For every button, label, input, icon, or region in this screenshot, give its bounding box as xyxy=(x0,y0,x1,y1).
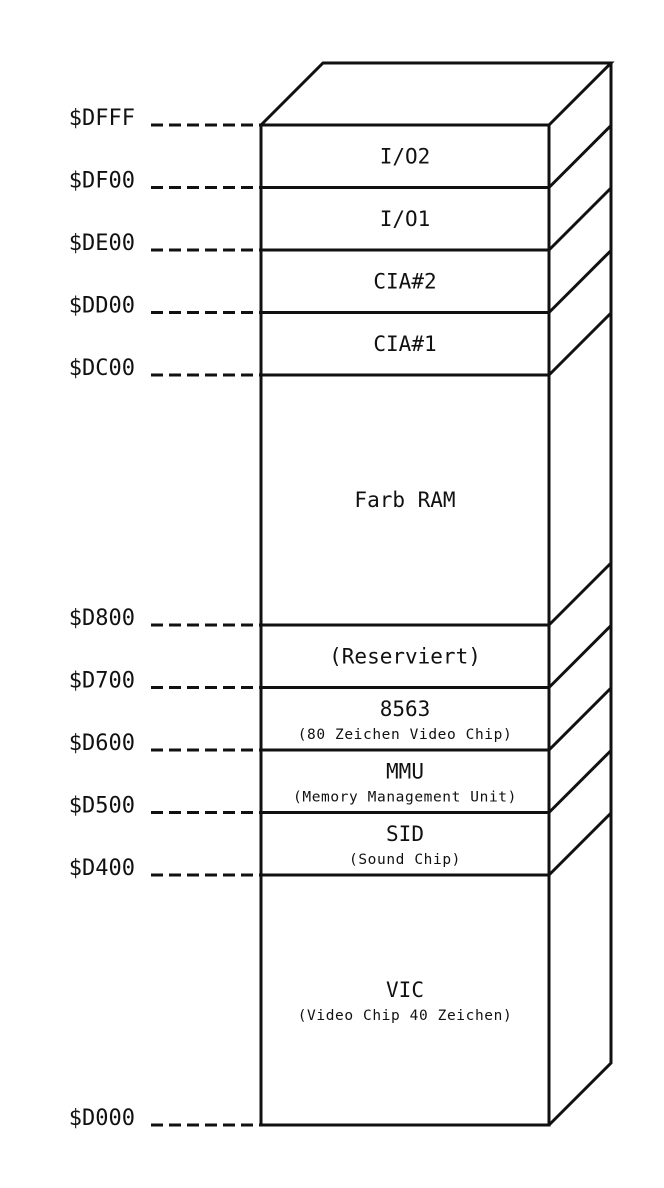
side-divider xyxy=(547,811,613,877)
block-title: I/O1 xyxy=(380,207,431,231)
block-title: VIC xyxy=(386,978,424,1002)
block-title: MMU xyxy=(386,759,424,783)
block-subtitle: (80 Zeichen Video Chip) xyxy=(298,727,513,743)
block-title: (Reserviert) xyxy=(329,644,481,668)
block-title: Farb RAM xyxy=(354,488,455,512)
side-face xyxy=(547,63,613,1127)
address-label: $D500 xyxy=(69,794,135,819)
address-label: $DC00 xyxy=(69,356,135,381)
address-label: $D600 xyxy=(69,731,135,756)
block-title: SID xyxy=(386,822,424,846)
address-label: $D700 xyxy=(69,669,135,694)
side-divider xyxy=(547,186,613,252)
side-divider xyxy=(547,686,613,752)
side-divider xyxy=(547,624,613,689)
address-label: $D800 xyxy=(69,606,135,631)
side-divider xyxy=(547,561,613,627)
block-subtitle: (Memory Management Unit) xyxy=(293,789,517,805)
block-subtitle: (Video Chip 40 Zeichen) xyxy=(298,1008,513,1024)
block-subtitle: (Sound Chip) xyxy=(349,852,461,868)
block-title: CIA#2 xyxy=(373,269,436,293)
side-divider xyxy=(547,311,613,377)
address-label: $DFFF xyxy=(69,106,135,131)
address-label: $D000 xyxy=(69,1106,135,1131)
block-title: I/O2 xyxy=(380,144,431,168)
address-label: $D400 xyxy=(69,856,135,881)
block-title: 8563 xyxy=(380,697,431,721)
side-divider xyxy=(547,749,613,814)
block-title: CIA#1 xyxy=(373,332,436,356)
side-divider xyxy=(547,249,613,314)
address-label: $DF00 xyxy=(69,169,135,194)
side-divider xyxy=(547,124,613,189)
address-label: $DE00 xyxy=(69,231,135,256)
address-label: $DD00 xyxy=(69,294,135,319)
top-face xyxy=(259,61,615,127)
